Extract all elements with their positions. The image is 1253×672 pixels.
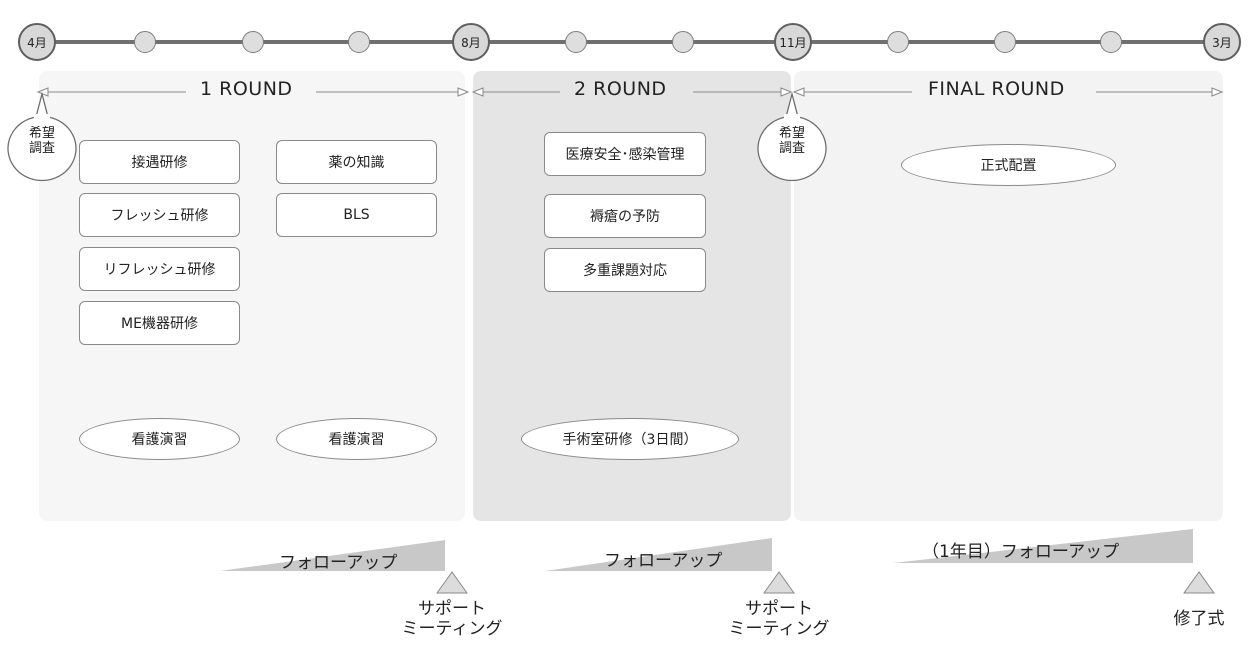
survey-label-line: 調査	[28, 141, 55, 156]
training-box: BLS	[276, 193, 437, 237]
followup-wedge-1	[220, 540, 445, 571]
timeline-node	[1100, 31, 1122, 53]
training-box: 薬の知識	[276, 140, 437, 184]
timeline-node	[994, 31, 1016, 53]
milestone-line: サポート	[418, 599, 486, 619]
final-round-title: FINAL ROUND	[928, 78, 1065, 100]
survey-label-line: 希望	[28, 126, 55, 141]
triangle-icon	[763, 571, 795, 594]
timeline-node	[565, 31, 587, 53]
milestone-label-2: サポート ミーティング	[704, 599, 854, 639]
training-box: 多重課題対応	[544, 248, 706, 292]
triangle-icon	[436, 571, 468, 594]
training-box: フレッシュ研修	[79, 193, 240, 237]
milestone-line: 修了式	[1173, 609, 1225, 629]
milestone-label-1: サポート ミーティング	[377, 599, 527, 639]
survey-bubble-1: 希望 調査	[6, 90, 78, 186]
followup-wedge-2	[545, 538, 772, 571]
triangle-icon	[1183, 571, 1215, 594]
training-box: リフレッシュ研修	[79, 247, 240, 291]
month-marker-nov: 11月	[774, 23, 812, 61]
speech-bubble-icon	[757, 91, 827, 182]
exercise-ellipse: 正式配置	[901, 144, 1116, 186]
speech-bubble-icon	[7, 91, 77, 182]
milestone-line: ミーティング	[401, 619, 503, 639]
survey-label-line: 希望	[778, 126, 805, 141]
exercise-ellipse: 手術室研修（3日間）	[521, 418, 739, 460]
milestone-label-3: 修了式	[1149, 609, 1249, 629]
training-box: ME機器研修	[79, 301, 240, 345]
round2-title: 2 ROUND	[574, 78, 667, 100]
followup-label-2: フォローアップ	[604, 551, 723, 571]
exercise-ellipse: 看護演習	[79, 418, 240, 460]
milestone-line: サポート	[745, 599, 813, 619]
month-marker-mar: 3月	[1203, 23, 1241, 61]
training-box: 接遇研修	[79, 140, 240, 184]
training-box: 褥瘡の予防	[544, 194, 706, 238]
training-box: 医療安全･感染管理	[544, 132, 706, 176]
timeline-node	[887, 31, 909, 53]
survey-bubble-2: 希望 調査	[756, 90, 828, 186]
timeline-line	[40, 40, 1220, 44]
timeline-node	[242, 31, 264, 53]
followup-label-1: フォローアップ	[279, 553, 398, 573]
month-marker-apr: 4月	[18, 23, 56, 61]
exercise-ellipse: 看護演習	[276, 418, 437, 460]
survey-label-line: 調査	[778, 141, 805, 156]
milestone-line: ミーティング	[728, 619, 830, 639]
month-marker-aug: 8月	[452, 23, 490, 61]
timeline-node	[672, 31, 694, 53]
followup-label-3: （1年目）フォローアップ	[922, 542, 1120, 562]
followup-wedge-3	[893, 529, 1193, 563]
timeline-node	[348, 31, 370, 53]
timeline-node	[134, 31, 156, 53]
round1-title: 1 ROUND	[200, 78, 293, 100]
